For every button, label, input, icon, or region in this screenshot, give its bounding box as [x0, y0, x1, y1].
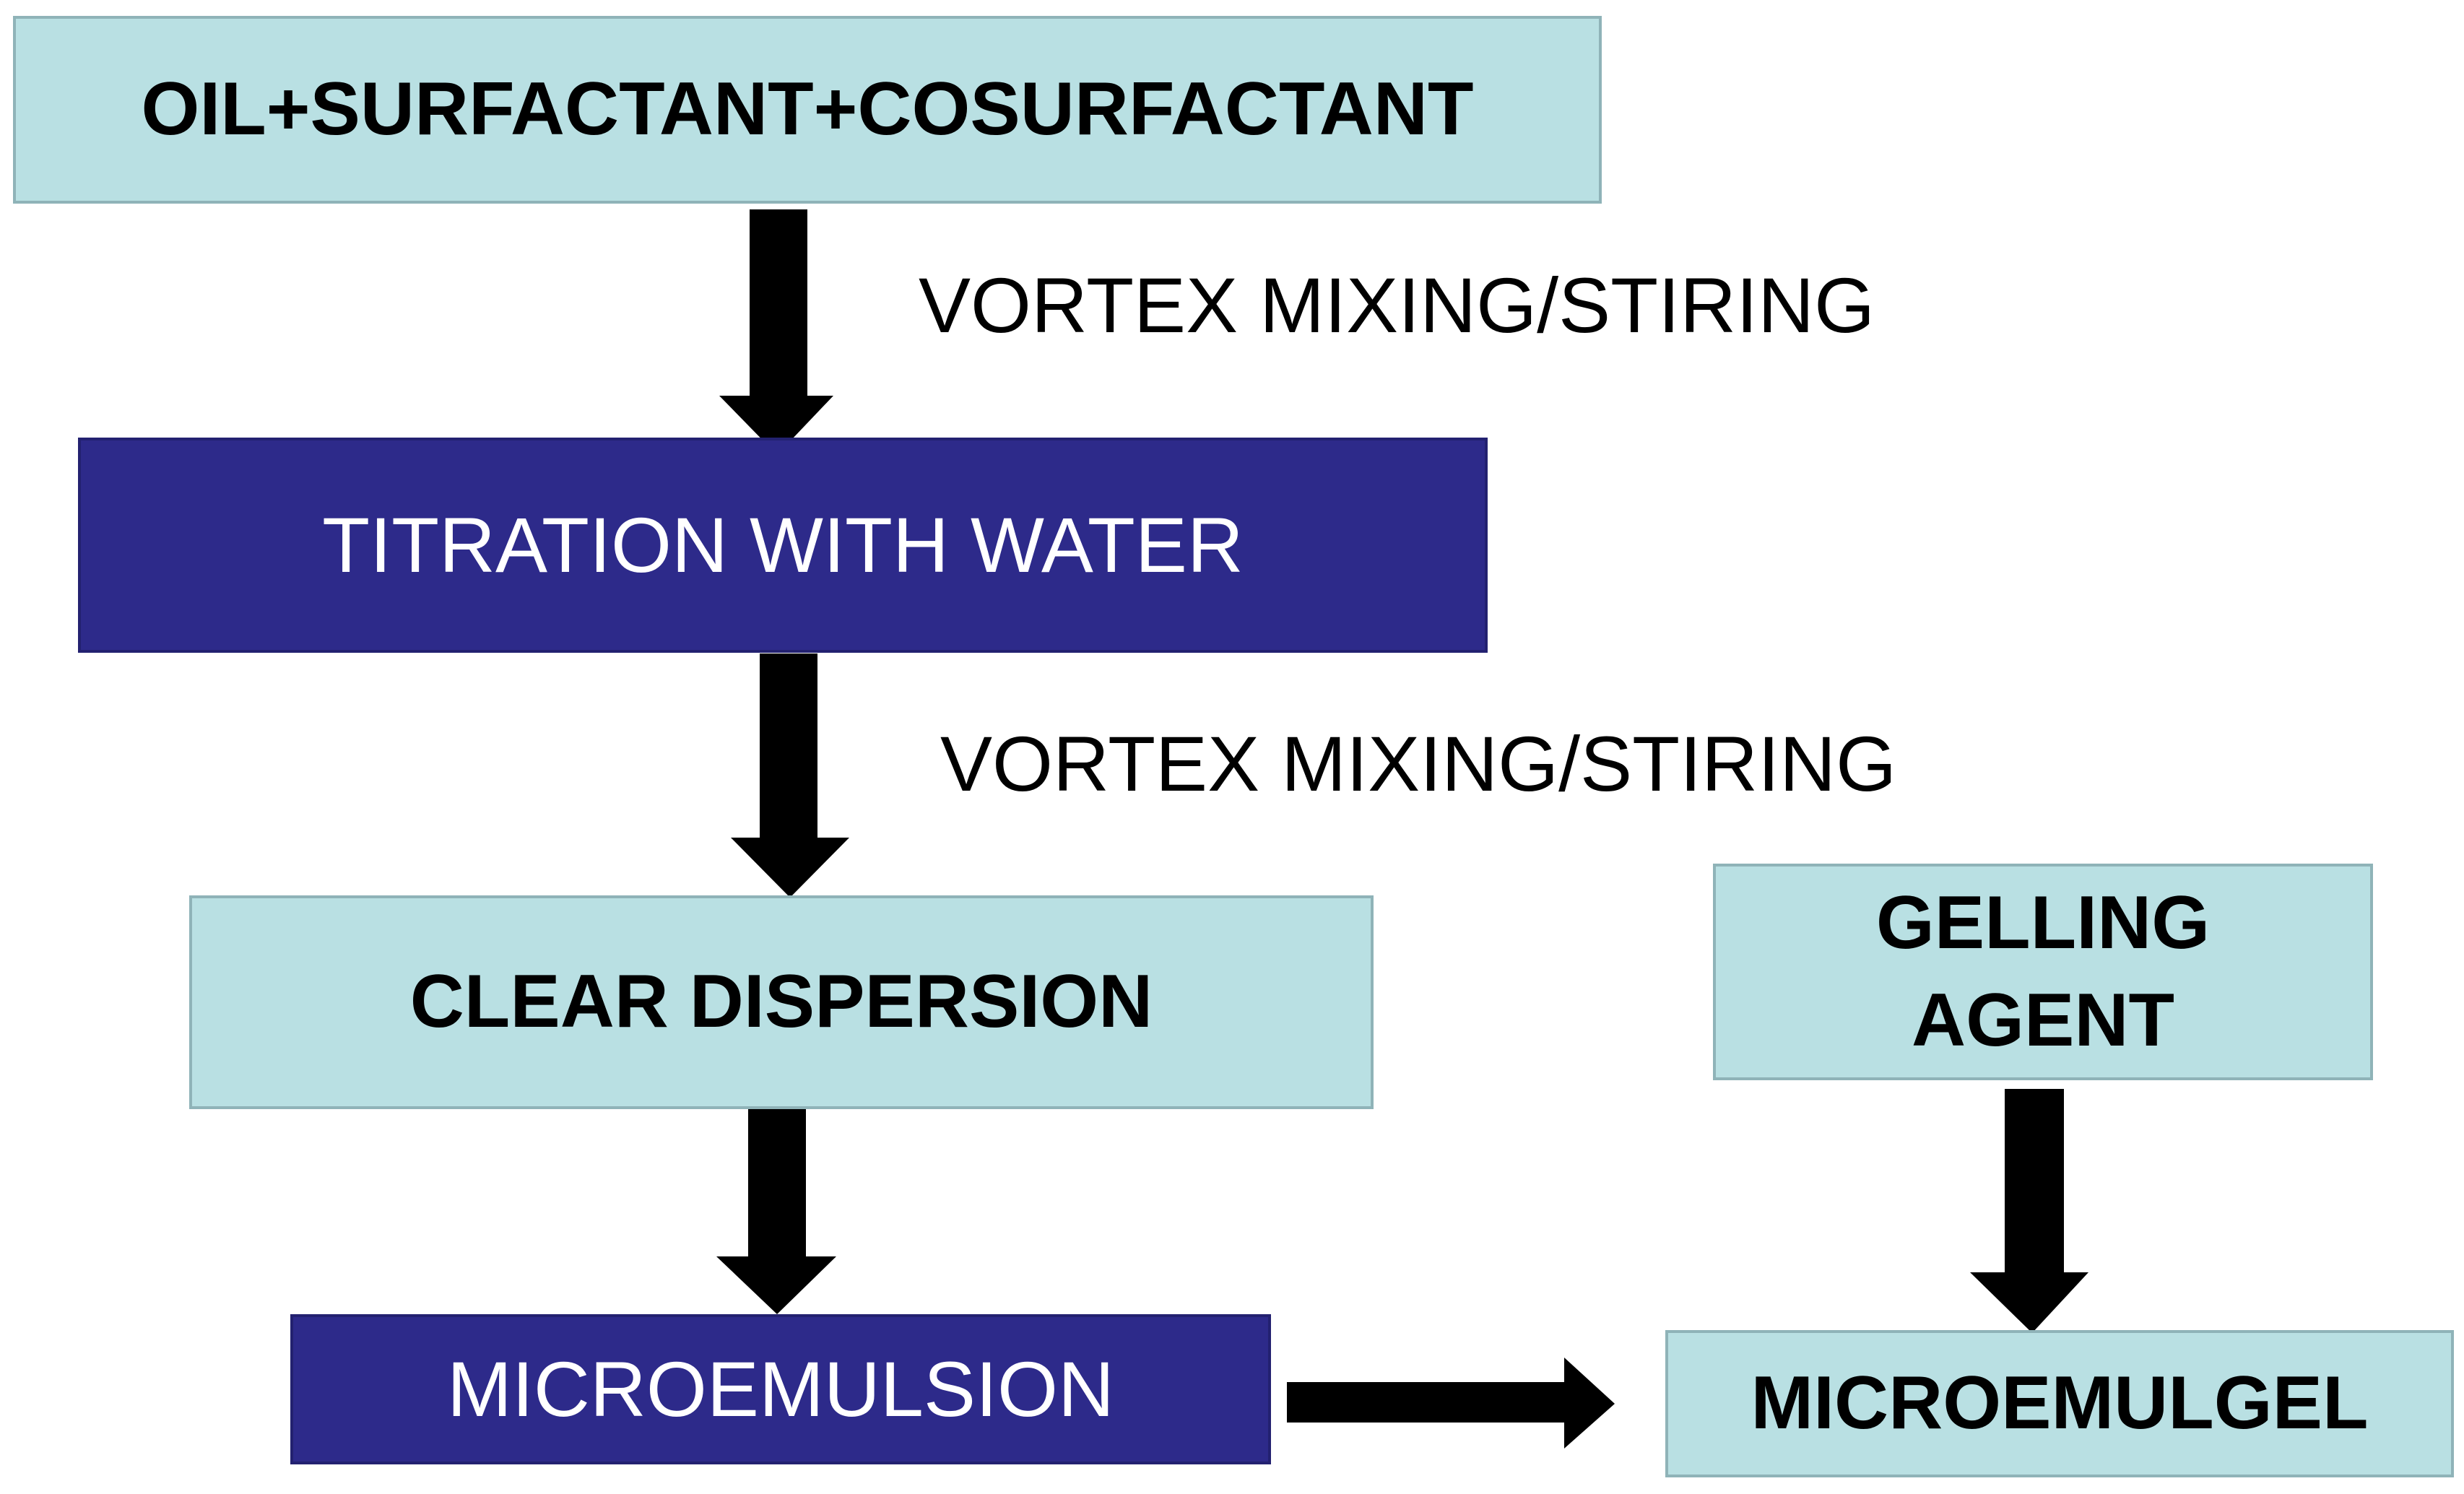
node-gelling-agent-label: GELLING AGENT: [1875, 880, 2211, 1062]
arrow-dispersion-to-microemulsion: [716, 1108, 836, 1314]
arrow-microemulsion-to-microemulgel: [1287, 1358, 1615, 1449]
node-gelling-agent: GELLING AGENT: [1713, 864, 2373, 1080]
node-microemulsion: MICROEMULSION: [290, 1314, 1271, 1464]
arrow-gelling-to-microemulgel: [1970, 1089, 2088, 1333]
edge-label-mix-1: VORTEX MIXING/STIRING: [919, 261, 1875, 349]
node-microemulsion-label: MICROEMULSION: [446, 1345, 1115, 1433]
node-clear-dispersion-label: CLEAR DISPERSION: [409, 960, 1153, 1044]
node-titration: TITRATION WITH WATER: [78, 438, 1488, 653]
node-microemulgel-label: MICROEMULGEL: [1751, 1361, 2369, 1446]
arrow-titration-to-dispersion: [731, 653, 849, 898]
edge-label-mix-2: VORTEX MIXING/STIRING: [940, 720, 1897, 807]
node-clear-dispersion: CLEAR DISPERSION: [189, 895, 1374, 1109]
node-microemulgel: MICROEMULGEL: [1665, 1330, 2454, 1477]
node-titration-label: TITRATION WITH WATER: [322, 500, 1244, 589]
arrow-oil-to-titration: [719, 209, 833, 455]
node-oil-mix-label: OIL+SURFACTANT+COSURFACTANT: [141, 67, 1474, 152]
node-oil-mix: OIL+SURFACTANT+COSURFACTANT: [13, 16, 1602, 204]
